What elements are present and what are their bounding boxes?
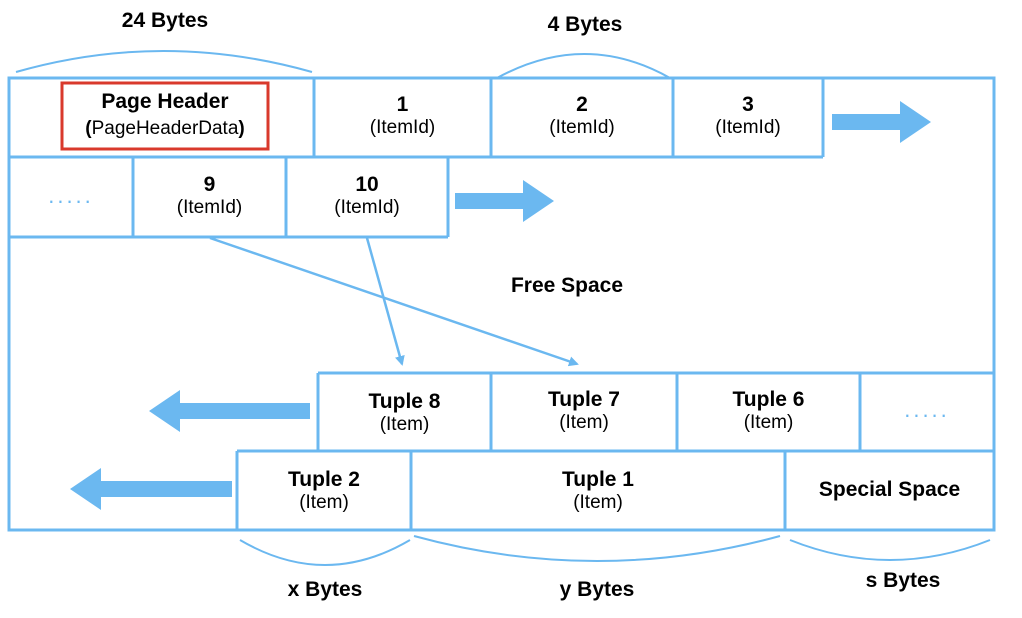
tuple-label: (Item)	[573, 492, 623, 514]
tuple-cell-2: Tuple 2 (Item)	[237, 467, 411, 515]
size-label-y-bytes: y Bytes	[559, 578, 635, 601]
page-frame	[7, 76, 996, 532]
itemid-cell-2: 2 (ItemId)	[491, 92, 673, 140]
itemid-number: 1	[396, 93, 409, 116]
itemid-cell-9: 9 (ItemId)	[133, 172, 286, 220]
special-space-label: Special Space	[818, 478, 961, 501]
page-header-paren-close: )	[238, 118, 245, 140]
itemid-label: (ItemId)	[549, 117, 615, 139]
tuple-label: (Item)	[379, 414, 430, 436]
size-label-s-bytes: s Bytes	[865, 569, 941, 592]
page-header-struct-name: PageHeaderData	[91, 118, 239, 140]
page-grid	[7, 76, 996, 532]
itemid-ellipsis: .....	[48, 183, 94, 208]
itemid-number: 3	[742, 93, 754, 116]
itemid-cell-10: 10 (ItemId)	[286, 172, 448, 220]
tuple-name: Tuple 8	[368, 390, 441, 413]
tuple-name: Tuple 2	[288, 468, 360, 491]
page-header-paren-open: (	[85, 118, 92, 140]
brace-4-bytes	[496, 53, 671, 79]
tuple-name: Tuple 6	[732, 388, 805, 411]
arrow-right-itemids-row1	[832, 101, 931, 143]
arrow-left-tuples-row1	[149, 390, 310, 432]
itemid-cell-1: 1 (ItemId)	[314, 92, 491, 140]
tuple-name: Tuple 1	[562, 468, 634, 491]
brace-x-bytes	[239, 539, 411, 566]
arrow-left-tuples-row2	[70, 468, 232, 510]
tuple-label: (Item)	[559, 412, 609, 434]
page-header-highlight	[60, 81, 270, 151]
tuple-cell-7: Tuple 7 (Item)	[491, 387, 677, 435]
free-space-label: Free Space	[510, 274, 624, 297]
arrow-right-itemids-row2	[455, 180, 554, 222]
tuple-cell-8: Tuple 8 (Item)	[318, 389, 491, 437]
tuple-cell-6: Tuple 6 (Item)	[677, 387, 860, 435]
page-header-cell: Page Header (PageHeaderData)	[62, 89, 268, 141]
pointer-itemid9-to-tuple7	[209, 236, 579, 367]
pointer-itemid10-to-tuple8	[365, 237, 405, 366]
tuple-label: (Item)	[299, 492, 349, 514]
itemid-label: (ItemId)	[334, 197, 400, 219]
page-header-title: Page Header	[101, 90, 229, 113]
tuple-cell-1: Tuple 1 (Item)	[411, 467, 785, 515]
size-label-24-bytes: 24 Bytes	[121, 9, 209, 32]
brace-y-bytes	[413, 535, 781, 562]
size-label-x-bytes: x Bytes	[287, 578, 363, 601]
itemid-number: 10	[355, 173, 379, 196]
itemid-number: 9	[203, 173, 216, 196]
itemid-number: 2	[576, 93, 588, 116]
page-header-struct: (PageHeaderData)	[62, 118, 268, 141]
itemid-cell-3: 3 (ItemId)	[673, 92, 823, 140]
size-label-4-bytes: 4 Bytes	[547, 13, 623, 36]
brace-s-bytes	[789, 539, 991, 561]
itemid-label: (ItemId)	[176, 197, 243, 219]
tuple-ellipsis: .....	[904, 397, 950, 422]
tuple-label: (Item)	[743, 412, 794, 434]
itemid-label: (ItemId)	[715, 117, 781, 139]
tuple-name: Tuple 7	[548, 388, 620, 411]
brace-24-bytes	[15, 50, 313, 73]
itemid-label: (ItemId)	[369, 117, 436, 139]
